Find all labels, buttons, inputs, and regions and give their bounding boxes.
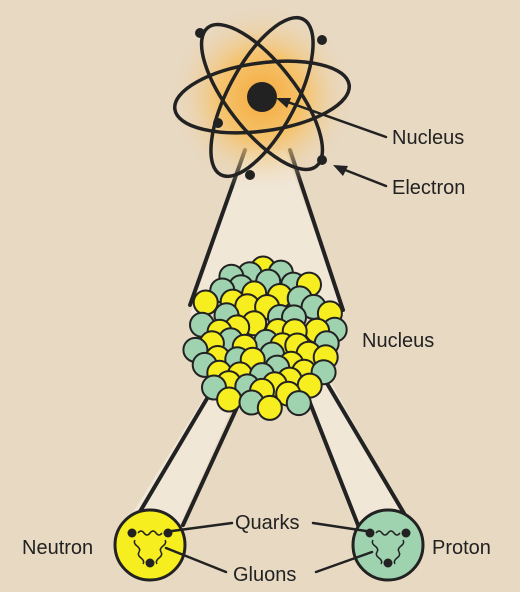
proton-label: Proton (432, 538, 491, 558)
proton-particle (353, 510, 423, 580)
quark-dot (366, 529, 375, 538)
nucleon-proton (258, 396, 282, 420)
nucleon-neutron (287, 391, 311, 415)
quark-dot (384, 559, 393, 568)
neutron-particle (115, 510, 185, 580)
nucleon-proton (194, 291, 218, 315)
atom-nucleus-dot (247, 82, 277, 112)
quark-dot (402, 529, 411, 538)
nucleus-label: Nucleus (362, 331, 434, 351)
gluons-label: Gluons (233, 565, 296, 585)
quark-dot (164, 529, 173, 538)
quark-dot (128, 529, 137, 538)
atom-nucleus-label: Nucleus (392, 128, 464, 148)
quark-dot (146, 559, 155, 568)
electron-arrowhead (333, 165, 348, 176)
neutron-label: Neutron (22, 538, 93, 558)
electron-label: Electron (392, 178, 465, 198)
nucleon-proton (217, 388, 241, 412)
quarks-label: Quarks (235, 513, 299, 533)
zoom-beam-to-proton (300, 380, 410, 525)
